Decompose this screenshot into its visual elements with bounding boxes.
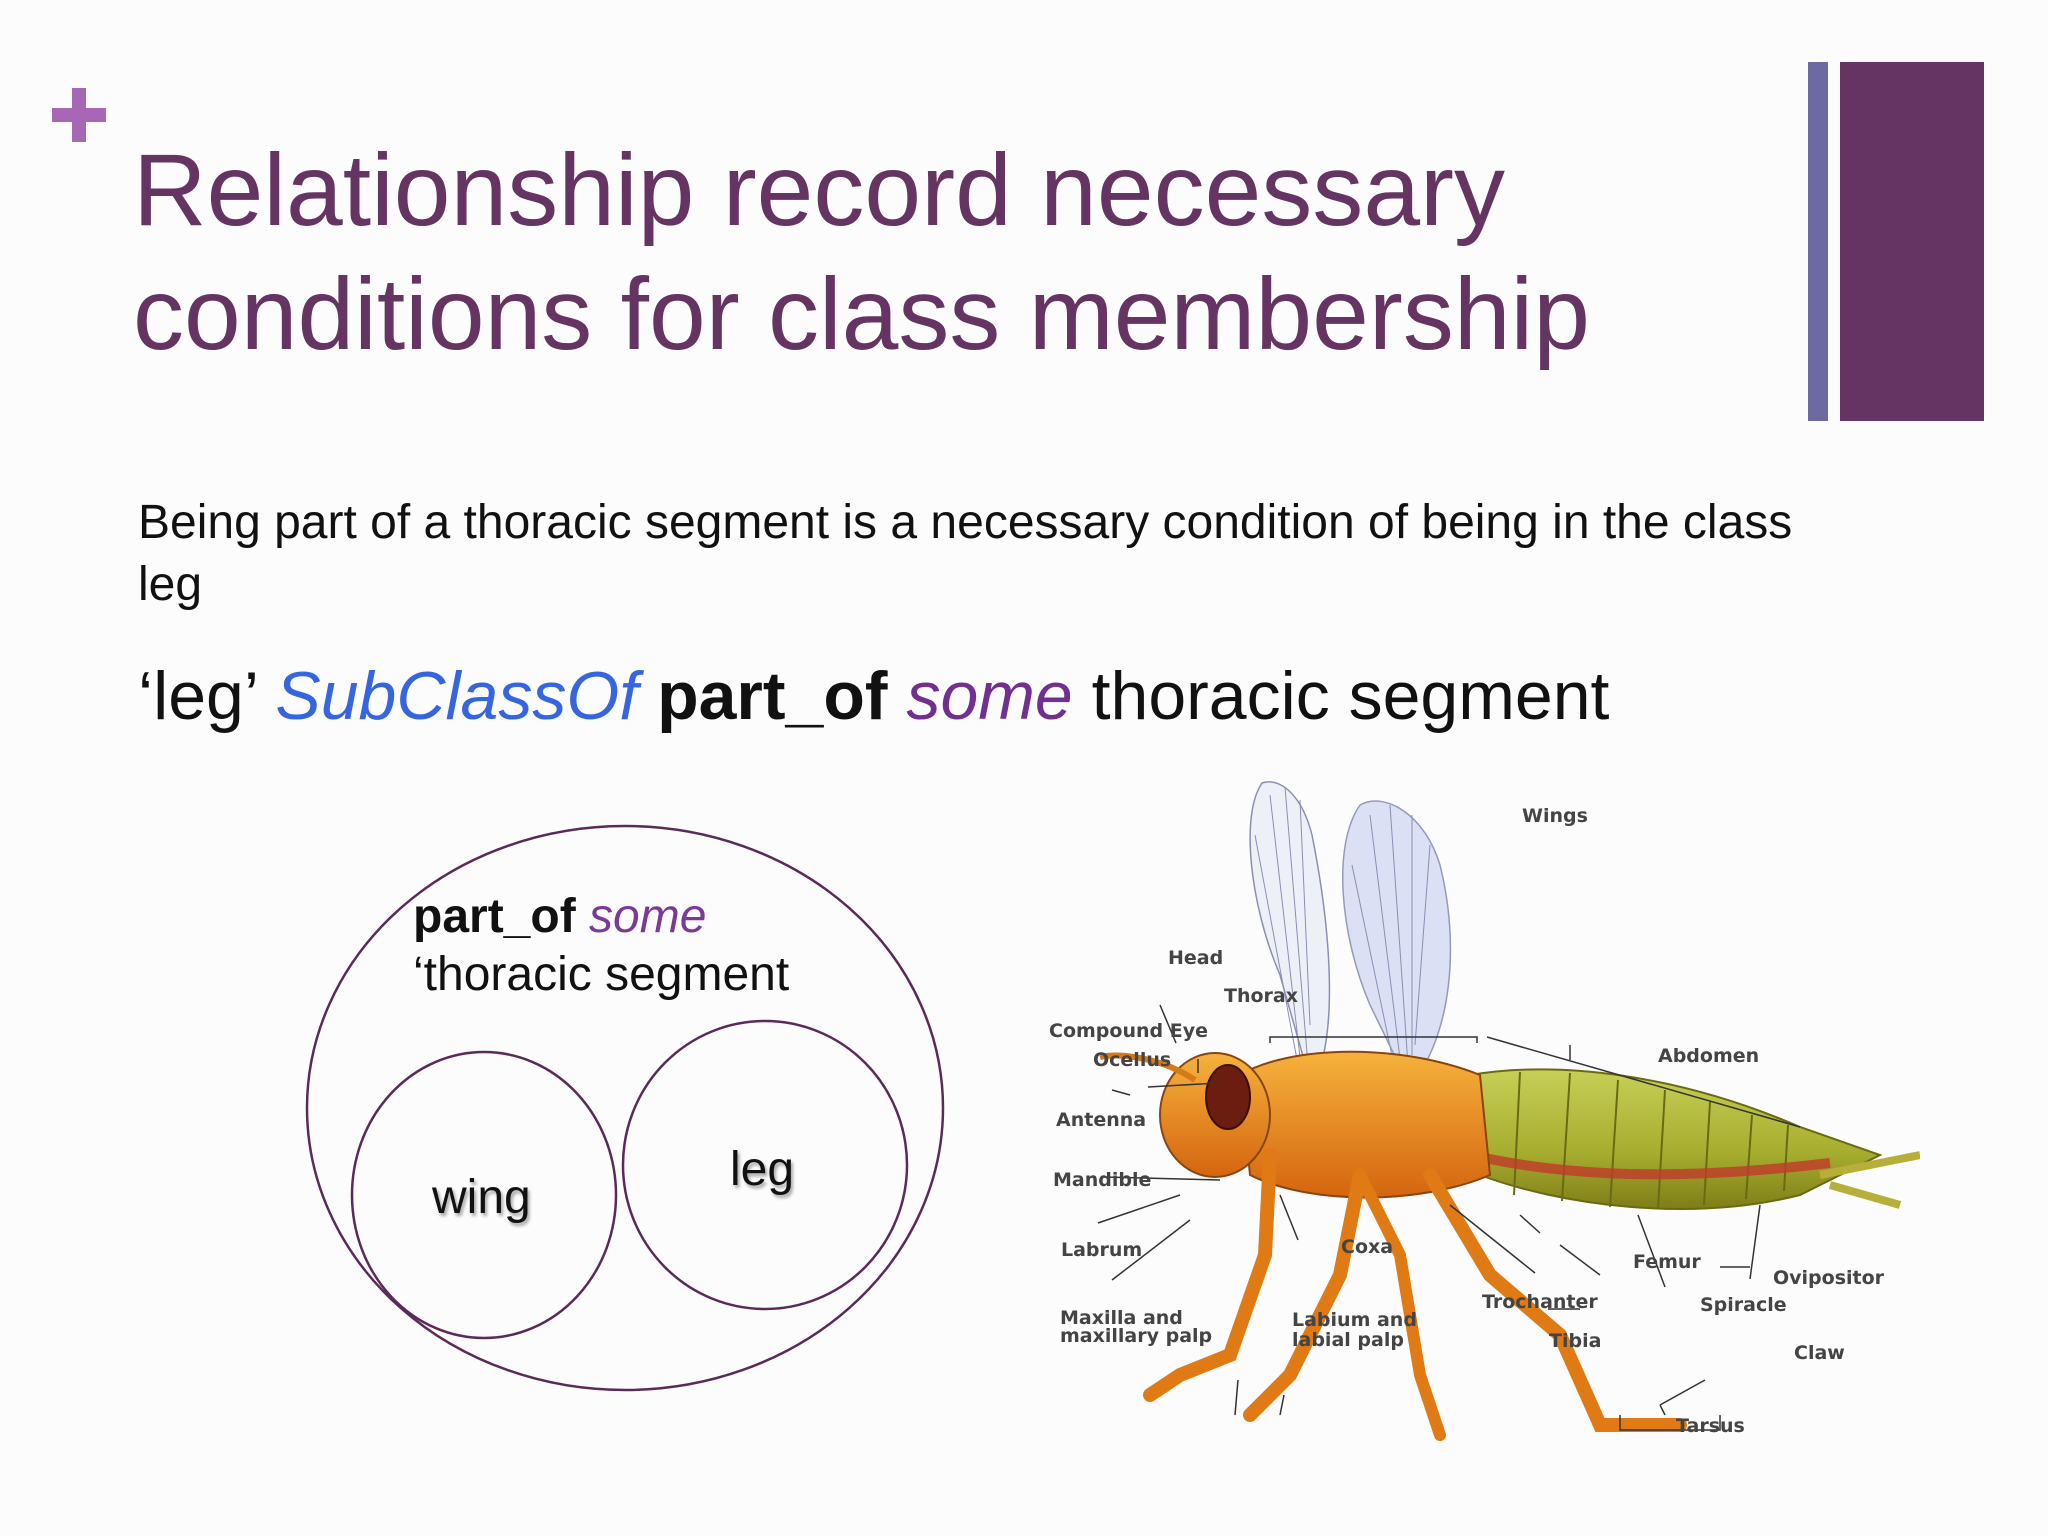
slide-title-line-2: conditions for class membership [133,257,1590,371]
label-ovipositor: Ovipositor [1773,1267,1885,1289]
axiom-statement: ‘leg’ SubClassOf part_of some thoracic s… [138,656,1838,736]
label-ocellus: Ocellus [1093,1049,1172,1071]
venn-wing-label: wing [432,1171,531,1224]
label-maxilla-2: maxillary palp [1060,1325,1213,1347]
label-abdomen: Abdomen [1658,1045,1760,1067]
wings-shape [1249,781,1452,1091]
slide-title-line-1: Relationship record necessary [133,133,1506,247]
label-head: Head [1168,947,1224,969]
label-mandible: Mandible [1053,1169,1152,1191]
label-maxilla-1: Maxilla and [1060,1307,1183,1329]
label-antenna: Antenna [1056,1109,1147,1131]
thorax-shape [1238,1050,1492,1199]
label-labrum: Labrum [1061,1239,1143,1261]
leg-set-circle [621,1019,909,1311]
label-spiracle: Spiracle [1700,1294,1787,1316]
label-femur: Femur [1633,1251,1701,1273]
venn-relation: part_of [413,890,576,943]
label-compound-eye: Compound Eye [1049,1020,1208,1042]
outer-set-circle [305,824,945,1392]
label-coxa: Coxa [1341,1236,1394,1258]
plus-icon [52,88,106,142]
compound-eye-shape [1205,1064,1251,1130]
venn-diagram [305,824,945,1392]
body-text: Being part of a thoracic segment is a ne… [138,496,1793,611]
axiom-quantifier: some [906,658,1073,734]
axiom-subject: ‘leg’ [138,658,257,734]
venn-outer-label: part_of some ‘thoracic segment [413,888,789,1004]
label-thorax: Thorax [1224,985,1298,1007]
axiom-relation: part_of [657,658,888,734]
slide-title: Relationship record necessary conditions… [133,128,1773,376]
axiom-subclassof: SubClassOf [275,658,639,734]
wing-set-circle [350,1050,618,1340]
accent-bar-thin [1808,62,1828,421]
label-labium-1: Labium and [1292,1309,1417,1331]
venn-quantifier: some [589,890,707,943]
venn-object: ‘thoracic segment [413,948,790,1001]
label-wings: Wings [1522,805,1588,827]
label-tarsus: Tarsus [1676,1415,1745,1437]
venn-leg-label: leg [730,1143,795,1196]
label-tibia: Tibia [1549,1330,1602,1352]
label-claw: Claw [1794,1342,1845,1364]
label-trochanter: Trochanter [1482,1291,1598,1313]
axiom-object: thoracic segment [1091,658,1610,734]
insect-anatomy-illustration [1097,781,1920,1441]
label-labium-2: labial palp [1292,1329,1404,1351]
accent-bar-thick [1840,62,1984,421]
